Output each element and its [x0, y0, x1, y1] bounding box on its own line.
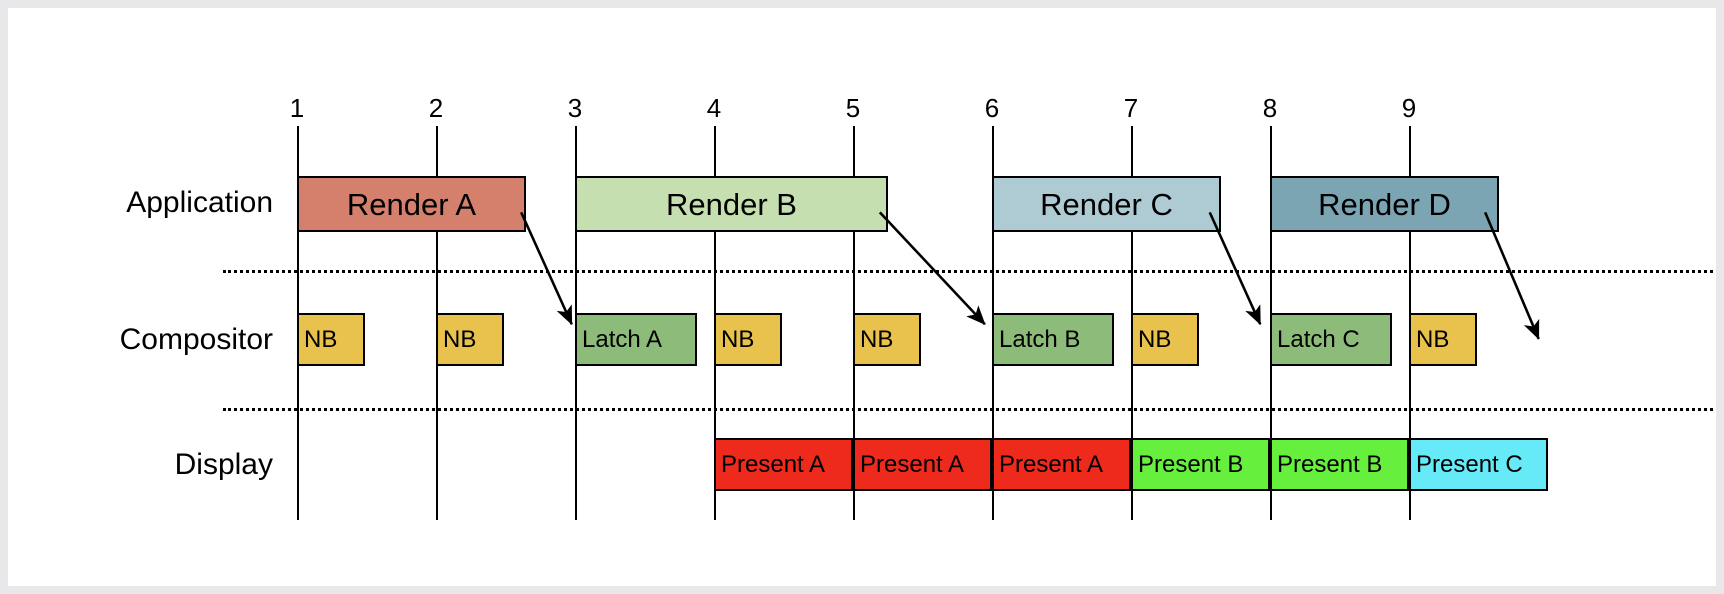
- render-c-box: Render C: [992, 176, 1221, 232]
- tick-label-4: 4: [706, 93, 722, 123]
- tick-label-1: 1: [289, 93, 305, 123]
- tick-label-2: 2: [428, 93, 444, 123]
- nb-box-2-label: NB: [443, 325, 477, 353]
- render-d-box-label: Render D: [1318, 186, 1451, 222]
- arrow-render-a-to-latch-a: [520, 211, 573, 326]
- tick-label-9: 9: [1401, 93, 1417, 123]
- present-c-box-1: Present C: [1409, 438, 1548, 491]
- arrows-group: [520, 211, 1540, 340]
- compositor-display-divider: [223, 408, 1713, 411]
- present-a-box-2: Present A: [853, 438, 992, 491]
- arrow-render-b-to-latch-b: [878, 211, 986, 326]
- tick-label-8: 8: [1262, 93, 1278, 123]
- present-b-box-2: Present B: [1270, 438, 1409, 491]
- render-c-box-label: Render C: [1040, 186, 1173, 222]
- tick-label-5: 5: [845, 93, 861, 123]
- render-a-box: Render A: [297, 176, 526, 232]
- nb-box-6: NB: [1409, 313, 1477, 366]
- present-a-box-3-label: Present A: [999, 450, 1104, 478]
- tick-label-3: 3: [567, 93, 583, 123]
- row-label-compositor: Compositor: [119, 323, 273, 356]
- latch-a-box: Latch A: [575, 313, 697, 366]
- nb-box-2: NB: [436, 313, 504, 366]
- nb-box-4-label: NB: [860, 325, 894, 353]
- nb-box-4: NB: [853, 313, 921, 366]
- present-b-box-1-label: Present B: [1138, 450, 1244, 478]
- row-label-display: Display: [174, 448, 273, 481]
- present-a-box-1: Present A: [714, 438, 853, 491]
- nb-box-1: NB: [297, 313, 365, 366]
- render-d-box: Render D: [1270, 176, 1499, 232]
- nb-box-3-label: NB: [721, 325, 755, 353]
- nb-box-3: NB: [714, 313, 782, 366]
- render-b-box: Render B: [575, 176, 888, 232]
- application-compositor-divider: [223, 270, 1713, 273]
- nb-box-5: NB: [1131, 313, 1199, 366]
- render-b-box-label: Render B: [666, 186, 797, 222]
- latch-c-box-label: Latch C: [1277, 325, 1360, 353]
- nb-box-1-label: NB: [304, 325, 338, 353]
- tick-label-6: 6: [984, 93, 1000, 123]
- present-b-box-1: Present B: [1131, 438, 1270, 491]
- nb-box-6-label: NB: [1416, 325, 1450, 353]
- present-a-box-1-label: Present A: [721, 450, 826, 478]
- latch-b-box: Latch B: [992, 313, 1114, 366]
- row-label-application: Application: [126, 186, 273, 219]
- present-c-box-1-label: Present C: [1416, 450, 1523, 478]
- latch-a-box-label: Latch A: [582, 325, 663, 353]
- latch-b-box-label: Latch B: [999, 325, 1081, 353]
- nb-box-5-label: NB: [1138, 325, 1172, 353]
- render-a-box-label: Render A: [346, 186, 477, 222]
- present-a-box-2-label: Present A: [860, 450, 965, 478]
- present-a-box-3: Present A: [992, 438, 1131, 491]
- present-b-box-2-label: Present B: [1277, 450, 1383, 478]
- tick-label-7: 7: [1123, 93, 1139, 123]
- latch-c-box: Latch C: [1270, 313, 1392, 366]
